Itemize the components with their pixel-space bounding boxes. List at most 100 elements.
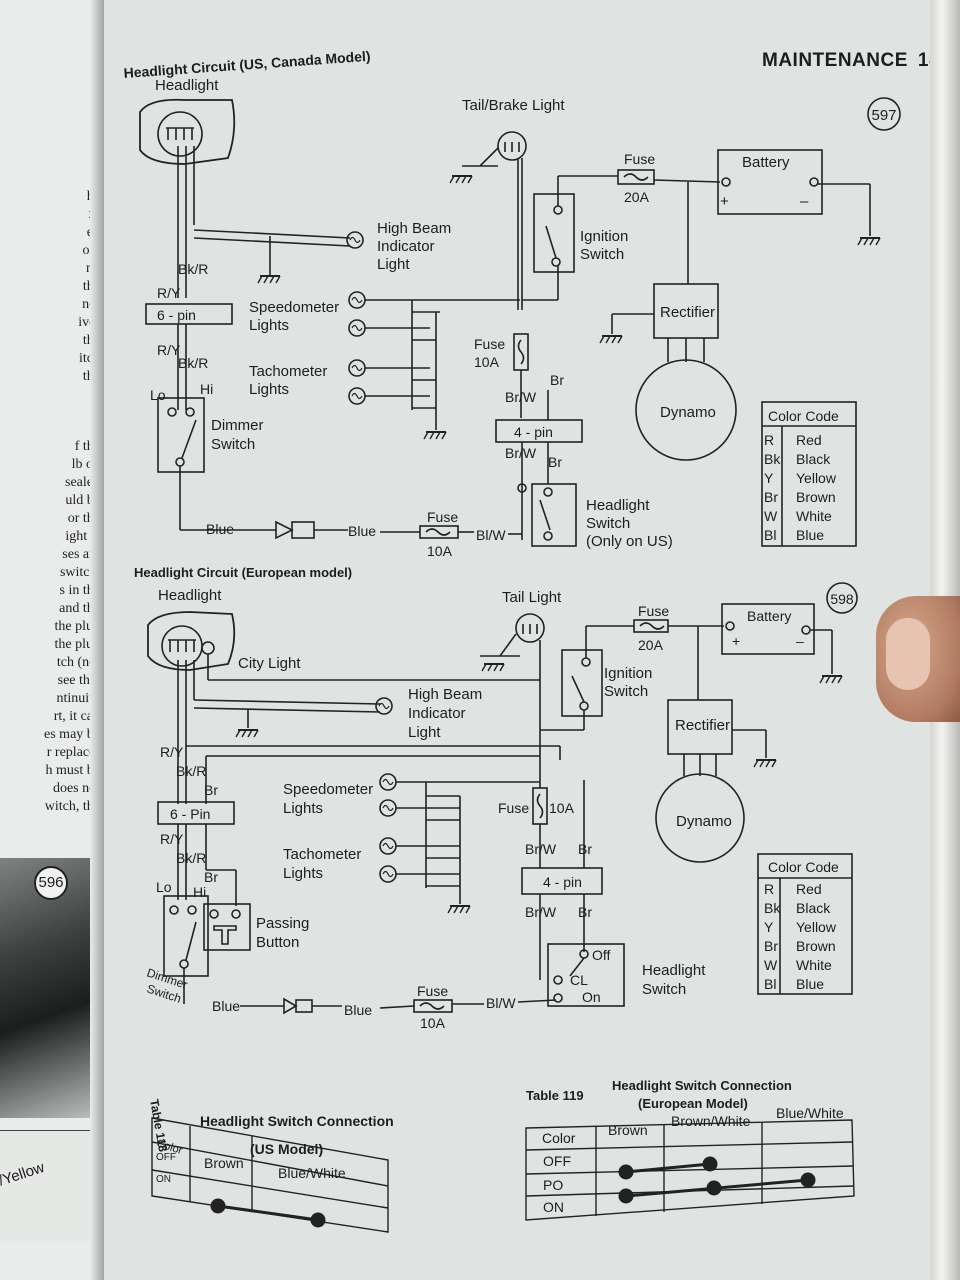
- color-code-name: White: [796, 508, 832, 524]
- color-code-name: Yellow: [796, 919, 837, 935]
- left-page-photo: [0, 858, 92, 1118]
- svg-text:R/Y: R/Y: [160, 744, 184, 760]
- color-code-abbr: Bk: [764, 451, 781, 467]
- color-code-name: Blue: [796, 527, 824, 543]
- left-page-text-line: ntinuity: [56, 691, 100, 706]
- svg-text:Headlight: Headlight: [158, 587, 222, 604]
- svg-text:Dynamo: Dynamo: [660, 404, 716, 421]
- color-code-abbr: R: [764, 432, 774, 448]
- svg-text:Hi: Hi: [193, 884, 206, 900]
- svg-text:(Only on US): (Only on US): [586, 533, 673, 550]
- svg-text:20A: 20A: [624, 189, 650, 205]
- svg-text:Bl/W: Bl/W: [476, 527, 506, 543]
- eu-ground-icon: [235, 729, 259, 738]
- svg-text:Blue/White: Blue/White: [278, 1165, 346, 1181]
- svg-text:Switch: Switch: [580, 246, 624, 263]
- table-118-connection: [210, 1198, 326, 1228]
- svg-text:Switch: Switch: [211, 436, 255, 453]
- color-code-name: Red: [796, 881, 822, 897]
- color-code-name: Black: [796, 451, 831, 467]
- svg-text:Lights: Lights: [283, 800, 323, 817]
- us-tach-lamp-icon: [348, 359, 366, 377]
- color-code-abbr: R: [764, 881, 774, 897]
- svg-text:R/Y: R/Y: [157, 342, 181, 358]
- color-code-abbr: Bl: [764, 976, 776, 992]
- svg-text:Br/W: Br/W: [525, 904, 557, 920]
- table-118: Table 118 Headlight Switch Connection (U…: [147, 1098, 394, 1233]
- color-code-abbr: W: [764, 957, 778, 973]
- svg-text:Br: Br: [578, 904, 592, 920]
- us-high-beam-lamp-icon: [346, 231, 364, 249]
- left-page-text-line: switch.: [59, 565, 100, 580]
- svg-text:R/Y: R/Y: [157, 285, 181, 301]
- svg-text:Brown: Brown: [204, 1155, 244, 1171]
- svg-text:Light: Light: [408, 724, 441, 741]
- left-page: tnilk.hex-edon.ndthenotivertheitchthef t…: [0, 0, 108, 1280]
- color-code-name: Yellow: [796, 470, 837, 486]
- svg-text:Lo: Lo: [150, 387, 166, 403]
- svg-text:Fuse: Fuse: [498, 800, 529, 816]
- left-page-text-line: h must be: [45, 763, 100, 778]
- svg-text:Button: Button: [256, 934, 299, 951]
- section-title: MAINTENANCE: [762, 50, 908, 71]
- us-ground-icon: [257, 275, 281, 284]
- eu-speedo-lamp-icon: [379, 799, 397, 817]
- svg-text:Bk/R: Bk/R: [178, 261, 208, 277]
- svg-text:Headlight Switch Connection: Headlight Switch Connection: [200, 1113, 394, 1129]
- svg-text:Switch: Switch: [604, 683, 648, 700]
- svg-text:Br: Br: [204, 869, 218, 885]
- svg-text:6 - Pin: 6 - Pin: [170, 806, 210, 822]
- svg-text:Br: Br: [550, 372, 564, 388]
- svg-text:–: –: [796, 633, 804, 649]
- color-code-abbr: Bl: [764, 527, 776, 543]
- svg-text:Fuse: Fuse: [624, 151, 655, 167]
- table-119-connections: [618, 1156, 816, 1204]
- svg-text:10A: 10A: [474, 354, 500, 370]
- left-page-table-fragment: d/Yellow: [0, 1130, 100, 1241]
- photo-number-badge: 596: [34, 866, 68, 900]
- svg-text:Tail/Brake Light: Tail/Brake Light: [462, 97, 565, 114]
- color-code-name: Brown: [796, 938, 836, 954]
- left-page-text-line: es may be: [44, 727, 100, 742]
- svg-text:Br: Br: [204, 782, 218, 798]
- svg-text:Lo: Lo: [156, 879, 172, 895]
- svg-text:–: –: [800, 193, 809, 210]
- left-page-text-line: witch, the: [44, 799, 100, 814]
- left-page-text-line: r replace-: [46, 745, 100, 760]
- svg-text:(US Model): (US Model): [250, 1141, 323, 1157]
- svg-text:Headlight: Headlight: [642, 962, 706, 979]
- svg-text:Tail Light: Tail Light: [502, 589, 562, 606]
- svg-text:Battery: Battery: [742, 154, 790, 171]
- svg-text:Color: Color: [542, 1130, 576, 1146]
- eu-high-beam-lamp-icon: [375, 697, 393, 715]
- svg-text:Br/W: Br/W: [505, 445, 537, 461]
- eu-color-code-title: Color Code: [768, 859, 839, 875]
- left-page-text-line: the plug: [54, 619, 101, 634]
- us-labels: Headlight Circuit (US, Canada Model) Hea…: [123, 48, 901, 559]
- eu-headlight-shape: [147, 611, 236, 671]
- svg-text:Indicator: Indicator: [377, 238, 435, 255]
- svg-text:Lights: Lights: [249, 381, 289, 398]
- us-rectifier-ground-icon: [599, 335, 623, 344]
- svg-text:Bk/R: Bk/R: [176, 850, 206, 866]
- svg-text:Speedometer: Speedometer: [283, 781, 373, 798]
- svg-text:Blue: Blue: [212, 998, 240, 1014]
- svg-text:Rectifier: Rectifier: [660, 304, 715, 321]
- table-119: Table 119 Headlight Switch Connection (E…: [525, 1078, 855, 1221]
- svg-text:Fuse: Fuse: [638, 603, 669, 619]
- svg-text:Br: Br: [548, 454, 562, 470]
- svg-text:10A: 10A: [427, 543, 453, 559]
- svg-text:Lights: Lights: [249, 317, 289, 334]
- eu-rectifier-ground-icon: [753, 759, 777, 768]
- svg-text:Bk/R: Bk/R: [178, 355, 208, 371]
- left-page-text-line: see that: [57, 673, 100, 688]
- us-lamp-ground-icon: [423, 431, 447, 440]
- svg-text:Tachometer: Tachometer: [283, 846, 361, 863]
- svg-text:Hi: Hi: [200, 381, 213, 397]
- svg-text:Fuse: Fuse: [474, 336, 505, 352]
- svg-text:Ignition: Ignition: [580, 228, 628, 245]
- thumb: [876, 596, 960, 722]
